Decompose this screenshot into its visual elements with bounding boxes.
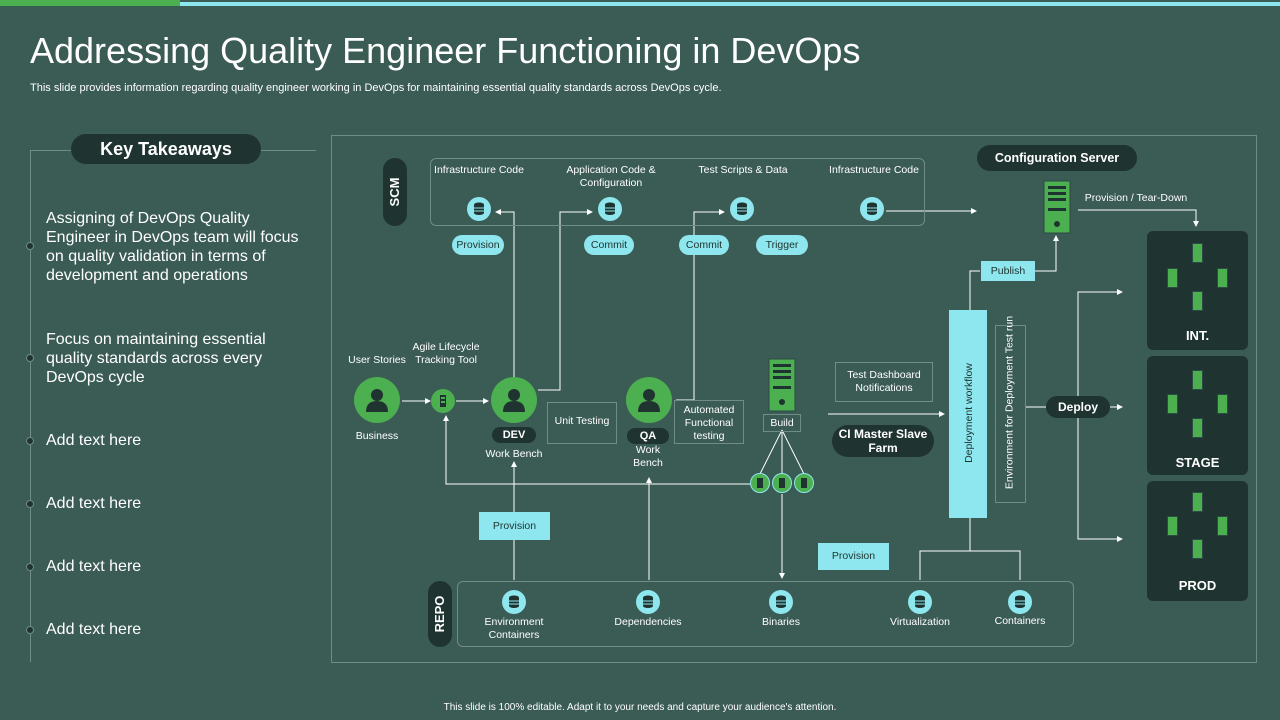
server-icon	[1217, 516, 1228, 536]
server-icon	[1192, 418, 1203, 438]
environment-test-run-box: Environment for Deployment Test run	[995, 316, 1026, 503]
deployment-workflow-bar: Deployment workflow	[949, 310, 987, 518]
scm-item-label: Application Code & Configuration	[566, 164, 656, 189]
server-icon	[1217, 268, 1228, 288]
env-int-box: INT.	[1147, 231, 1248, 350]
page-subtitle: This slide provides information regardin…	[30, 82, 722, 94]
build-server-icon	[768, 358, 796, 412]
provision-box: Provision	[818, 543, 889, 570]
scm-box	[430, 158, 925, 226]
deploy-label: Deploy	[1046, 396, 1110, 418]
env-prod-box: PROD	[1147, 481, 1248, 601]
agile-tool-label: Agile Lifecycle Tracking Tool	[412, 341, 480, 366]
top-accent-cyan	[180, 2, 1280, 6]
automated-testing-box: Automated Functional testing	[674, 400, 744, 444]
env-prod-label: PROD	[1178, 578, 1217, 593]
scm-item-label: Test Scripts & Data	[698, 164, 788, 176]
build-node-icon	[750, 473, 770, 493]
database-icon	[467, 197, 491, 221]
trigger-pill: Trigger	[756, 235, 808, 255]
ci-master-label: CI Master Slave Farm	[832, 425, 934, 457]
bullet-dot	[26, 242, 34, 250]
qa-workbench-label: Work Bench	[633, 444, 663, 469]
repo-item-label: Dependencies	[614, 616, 682, 628]
provision-teardown-label: Provision / Tear-Down	[1084, 192, 1188, 204]
bullet-dot	[26, 626, 34, 634]
build-label: Build	[763, 414, 801, 432]
bullet-dot	[26, 437, 34, 445]
dev-badge: DEV	[492, 427, 536, 443]
footer-note: This slide is 100% editable. Adapt it to…	[443, 702, 837, 713]
takeaway-item: Focus on maintaining essential quality s…	[46, 331, 266, 386]
business-user-icon	[354, 377, 400, 423]
build-node-icon	[772, 473, 792, 493]
takeaway-item: Add text here	[46, 558, 142, 575]
database-icon	[636, 590, 660, 614]
takeaway-item: Add text here	[46, 621, 142, 638]
scm-item-label: Infrastructure Code	[829, 164, 919, 176]
database-icon	[730, 197, 754, 221]
business-label: Business	[355, 430, 399, 442]
commit-pill: Commit	[584, 235, 634, 255]
server-icon	[1192, 539, 1203, 559]
server-icon	[1217, 394, 1228, 414]
tracking-tool-icon	[431, 389, 455, 413]
server-icon	[1167, 268, 1178, 288]
database-icon	[860, 197, 884, 221]
bullet-dot	[26, 563, 34, 571]
database-icon	[1008, 590, 1032, 614]
database-icon	[502, 590, 526, 614]
user-stories-label: User Stories	[348, 354, 406, 366]
database-icon	[769, 590, 793, 614]
scm-label: SCM	[383, 158, 407, 226]
repo-label: REPO	[428, 581, 452, 647]
env-stage-label: STAGE	[1175, 455, 1220, 470]
bullet-dot	[26, 500, 34, 508]
server-icon	[1192, 492, 1203, 512]
dev-workbench-label: Work Bench	[485, 448, 543, 460]
takeaways-vertical-line	[30, 150, 31, 662]
scm-item-label: Infrastructure Code	[434, 164, 524, 176]
server-icon	[1192, 291, 1203, 311]
server-icon	[1192, 243, 1203, 263]
qa-badge: QA	[627, 428, 669, 444]
bullet-dot	[26, 354, 34, 362]
page-title: Addressing Quality Engineer Functioning …	[30, 30, 861, 71]
repo-item-label: Binaries	[762, 616, 800, 628]
provision-box: Provision	[479, 512, 550, 540]
takeaway-item: Assigning of DevOps Quality Engineer in …	[46, 210, 299, 284]
repo-item-label: Containers	[994, 615, 1046, 627]
server-icon	[1043, 180, 1071, 234]
env-stage-box: STAGE	[1147, 356, 1248, 475]
takeaway-item: Add text here	[46, 495, 142, 512]
diagram-frame	[331, 135, 1257, 663]
publish-box: Publish	[981, 261, 1035, 281]
repo-box	[457, 581, 1074, 647]
developer-icon	[491, 377, 537, 423]
server-icon	[1192, 370, 1203, 390]
test-dashboard-box: Test Dashboard Notifications	[835, 362, 933, 402]
provision-pill: Provision	[452, 235, 504, 255]
repo-item-label: Environment Containers	[484, 616, 544, 641]
top-accent-green	[0, 0, 180, 6]
commit-pill: Commit	[679, 235, 729, 255]
configuration-server-label: Configuration Server	[977, 145, 1137, 171]
database-icon	[908, 590, 932, 614]
server-icon	[1167, 516, 1178, 536]
repo-item-label: Virtualization	[890, 616, 950, 628]
build-node-icon	[794, 473, 814, 493]
server-icon	[1167, 394, 1178, 414]
database-icon	[598, 197, 622, 221]
env-int-label: INT.	[1185, 328, 1210, 343]
takeaway-item: Add text here	[46, 432, 142, 449]
key-takeaways-heading: Key Takeaways	[71, 134, 261, 164]
unit-testing-box: Unit Testing	[547, 402, 617, 444]
qa-user-icon	[626, 377, 672, 423]
